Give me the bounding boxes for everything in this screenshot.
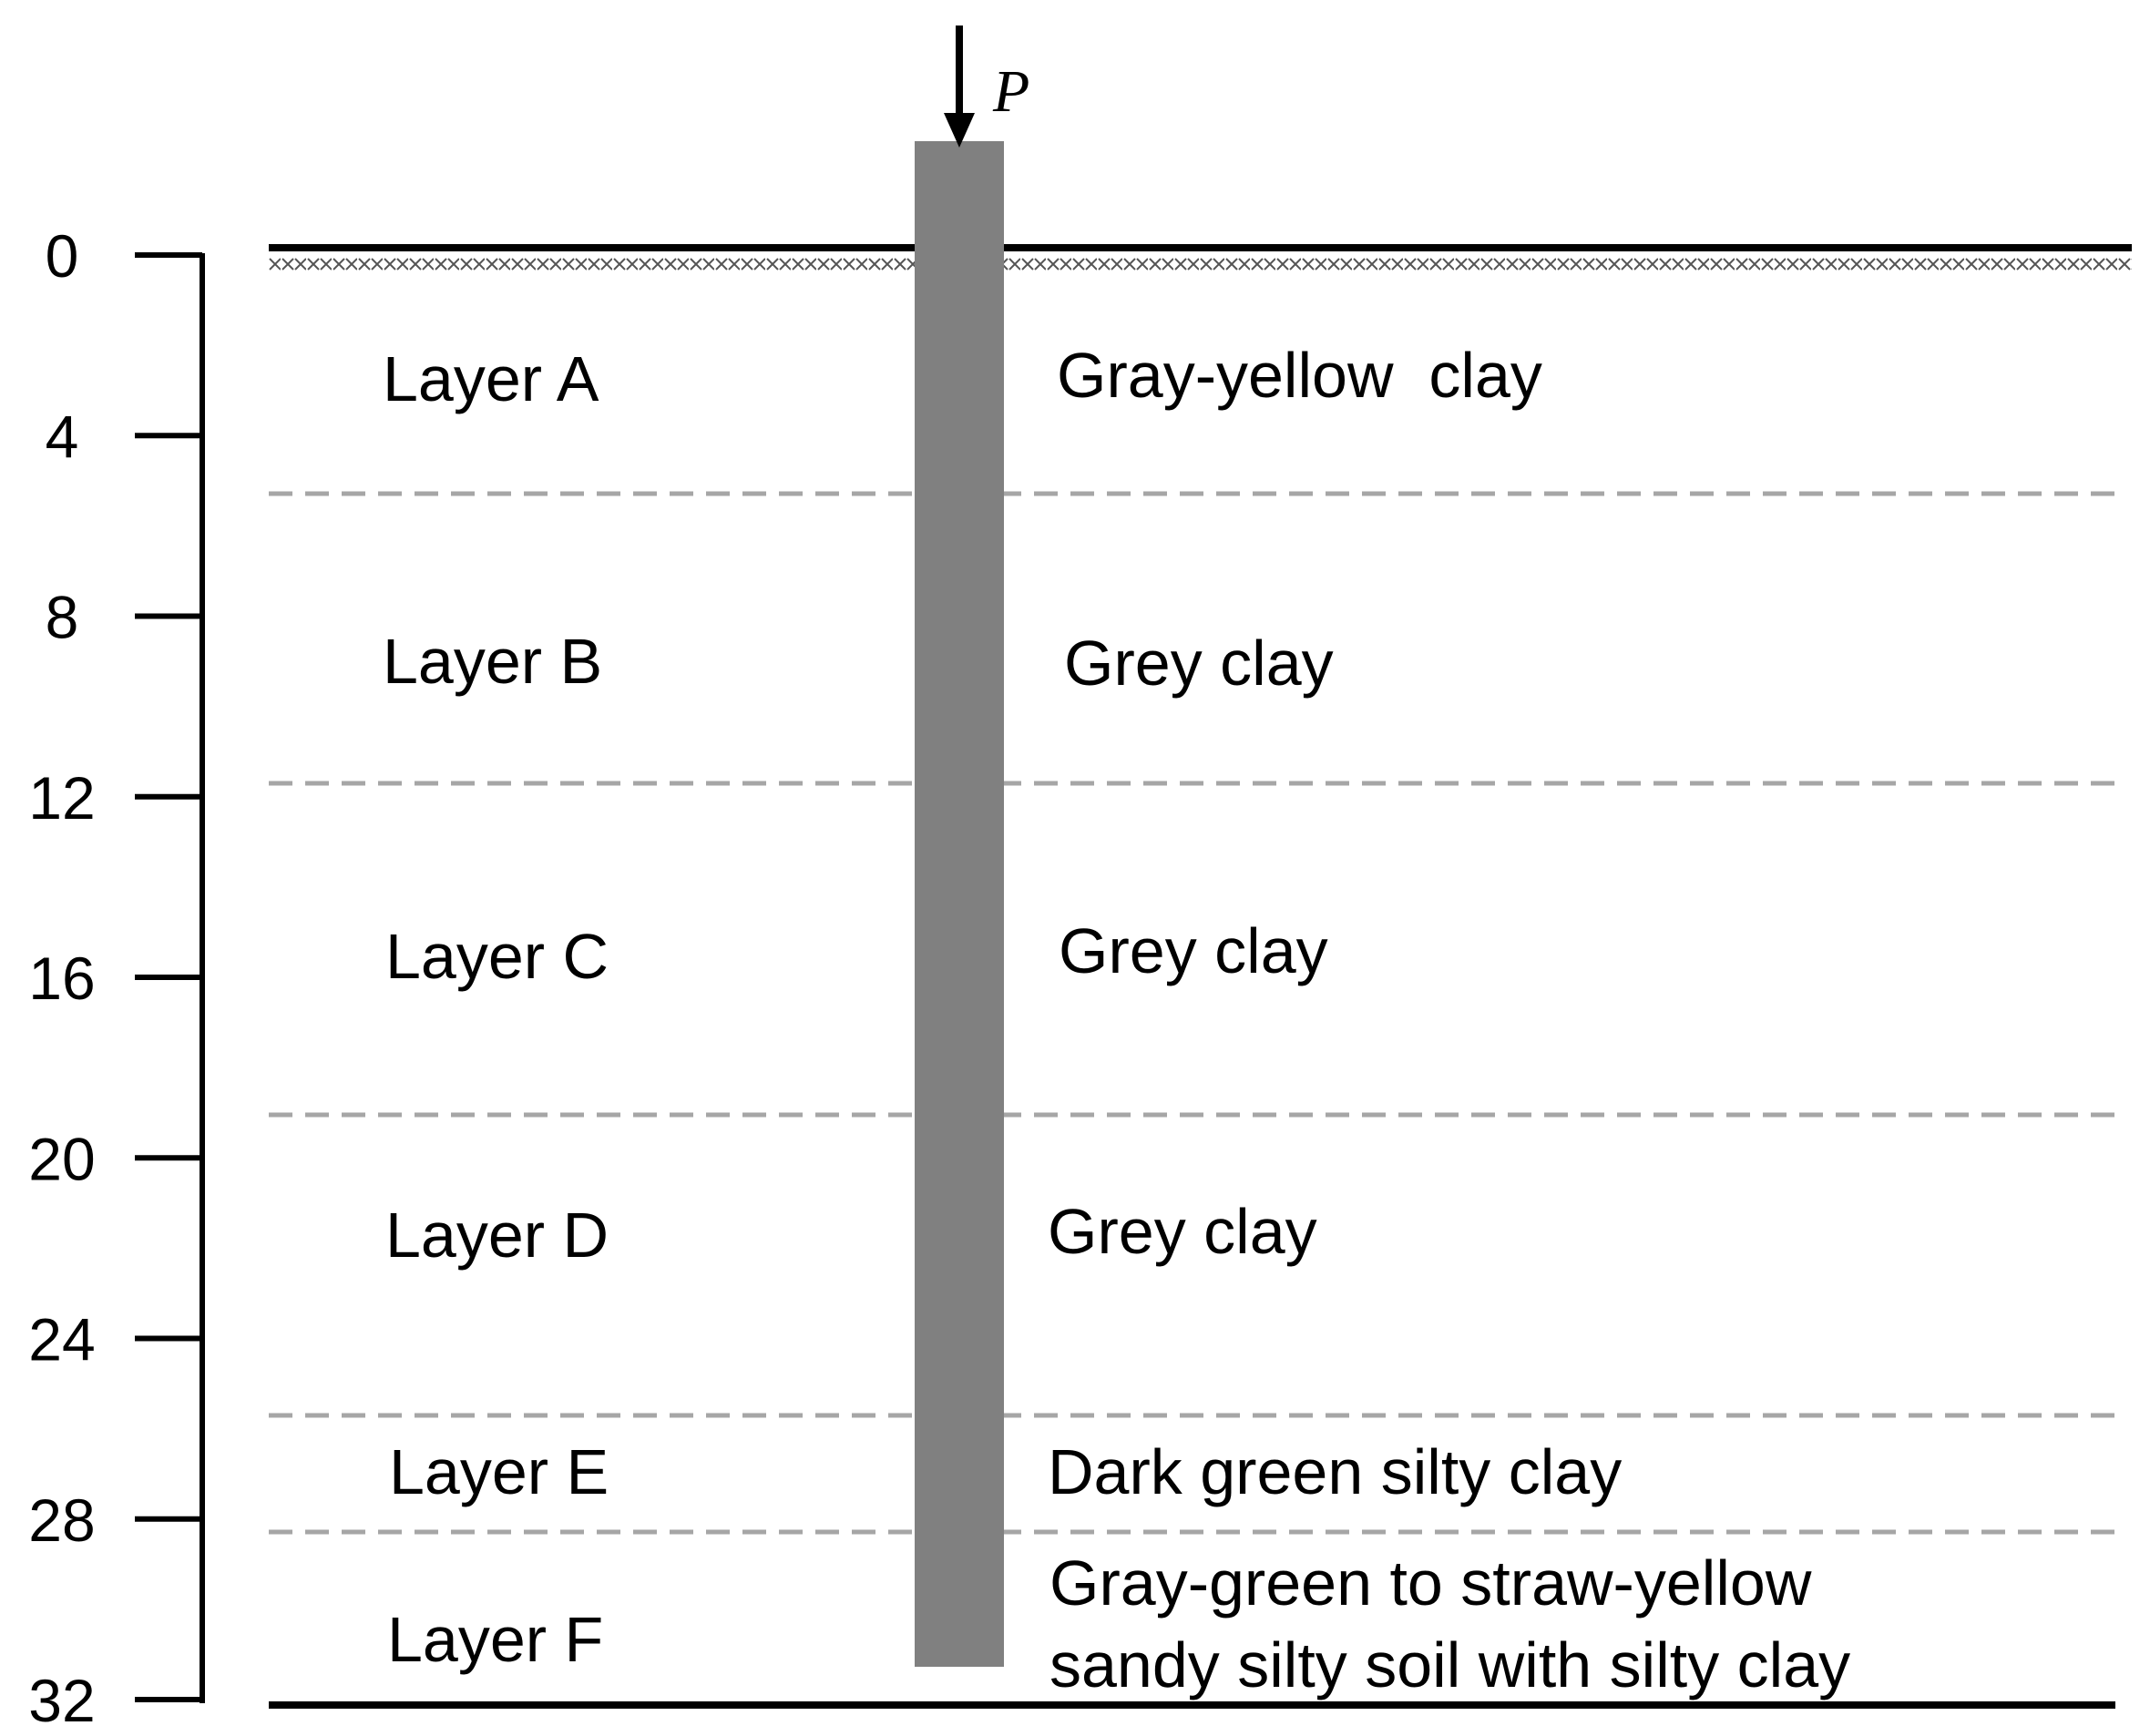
layer-d-soil: Grey clay xyxy=(1048,1196,1317,1267)
depth-tick-label-32: 32 xyxy=(28,1667,95,1734)
depth-tick-label-20: 20 xyxy=(28,1125,95,1192)
depth-tick-label-12: 12 xyxy=(28,764,95,832)
layer-b-soil: Grey clay xyxy=(1064,628,1334,699)
layer-f-soil-line-1: Gray-green to straw-yellow xyxy=(1049,1547,1812,1619)
layer-f-name: Layer F xyxy=(387,1604,603,1675)
depth-tick-label-24: 24 xyxy=(28,1306,95,1373)
layer-b-name: Layer B xyxy=(383,626,602,697)
depth-tick-label-28: 28 xyxy=(28,1486,95,1554)
layer-a-name: Layer A xyxy=(383,343,599,414)
depth-axis-ticks xyxy=(135,252,202,1702)
load-arrow xyxy=(944,26,975,148)
layer-d-name: Layer D xyxy=(385,1200,609,1271)
layer-e-name: Layer E xyxy=(389,1436,609,1507)
layer-a-soil: Gray-yellow clay xyxy=(1057,340,1542,411)
depth-tick-label-4: 4 xyxy=(46,403,79,470)
depth-tick-label-0: 0 xyxy=(46,222,79,290)
layer-c-name: Layer C xyxy=(385,921,609,992)
depth-tick-label-16: 16 xyxy=(28,945,95,1012)
layer-c-soil: Grey clay xyxy=(1059,915,1328,986)
layer-f-soil-line-2: sandy silty soil with silty clay xyxy=(1049,1629,1850,1700)
depth-axis-tick-labels: 0 4 8 12 16 20 24 28 32 xyxy=(28,222,95,1734)
layer-e-soil: Dark green silty clay xyxy=(1048,1436,1622,1507)
depth-tick-label-8: 8 xyxy=(46,584,79,651)
layer-boundaries xyxy=(269,491,2127,1535)
ground-hatch xyxy=(269,251,2132,279)
pile xyxy=(915,141,1004,1667)
load-label: P xyxy=(992,58,1029,125)
